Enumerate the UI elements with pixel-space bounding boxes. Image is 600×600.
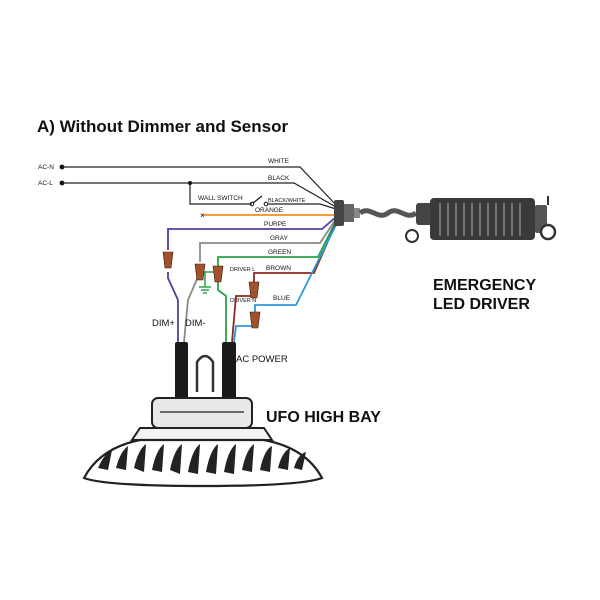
driver-title-line1: EMERGENCY	[433, 277, 536, 294]
wall-switch-lever	[252, 195, 263, 204]
white-wire	[62, 166, 337, 206]
ac-l-label: AC-L	[38, 180, 53, 187]
ac-n-label: AC-N	[38, 164, 54, 171]
brown-wire-label: BROWN	[266, 265, 291, 272]
driver-l-label: DRIVER L	[230, 267, 255, 273]
purple-wire-label: PURPE	[264, 221, 287, 228]
green-wire-label: GREEN	[268, 249, 291, 256]
ufo-high-bay-fixture	[82, 397, 324, 488]
driver-title-line2: LED DRIVER	[433, 296, 530, 313]
gray-wire	[199, 218, 337, 262]
emergency-driver-unit	[405, 196, 557, 243]
green-wire	[217, 220, 337, 266]
black-white-label: BLACK/WHITE	[268, 198, 306, 204]
black-wire-label: BLACK	[268, 175, 290, 182]
switch-junction-dot	[188, 181, 192, 185]
fixture-l-lead	[231, 295, 254, 343]
dim-minus-lead	[183, 271, 201, 343]
switch-contact-right	[263, 201, 269, 207]
wire-nut-connector	[194, 263, 206, 281]
brown-wire	[253, 222, 337, 282]
dim-minus-label: DIM-	[185, 318, 206, 329]
blue-wire-label: BLUE	[273, 295, 291, 302]
fixture-ground-lead	[217, 280, 227, 342]
switch-feed-wire	[189, 183, 252, 205]
hanging-hook	[195, 354, 215, 392]
blue-wire	[254, 224, 337, 312]
wire-nut-connector	[212, 265, 224, 283]
orange-wire-label: ORANGE	[255, 207, 284, 214]
flex-conduit	[358, 208, 418, 218]
black-wire	[62, 182, 337, 208]
ac-power-label: AC POWER	[236, 354, 288, 365]
fixture-title: UFO HIGH BAY	[266, 409, 381, 426]
black-white-wire	[268, 203, 337, 210]
white-wire-label: WHITE	[268, 158, 290, 165]
dim-plus-lead	[167, 272, 179, 342]
driver-n-label: DRIVER N	[230, 298, 256, 304]
wall-switch-label: WALL SWITCH	[198, 195, 243, 202]
dim-cable-sleeve	[175, 342, 188, 404]
switch-contact-left	[249, 201, 255, 207]
dim-plus-label: DIM+	[152, 318, 175, 329]
wire-nut-connector	[248, 281, 260, 299]
wire-nut-connector	[249, 311, 261, 329]
purple-wire	[167, 216, 337, 250]
power-cable-sleeve	[222, 342, 236, 404]
orange-cap-mark: ×	[200, 211, 205, 220]
wire-bundle-connector	[334, 200, 360, 226]
gray-wire-label: GRAY	[270, 235, 289, 242]
fixture-n-lead	[233, 325, 255, 343]
wire-nut-connector	[162, 251, 174, 269]
diagram-title: A) Without Dimmer and Sensor	[37, 117, 288, 136]
